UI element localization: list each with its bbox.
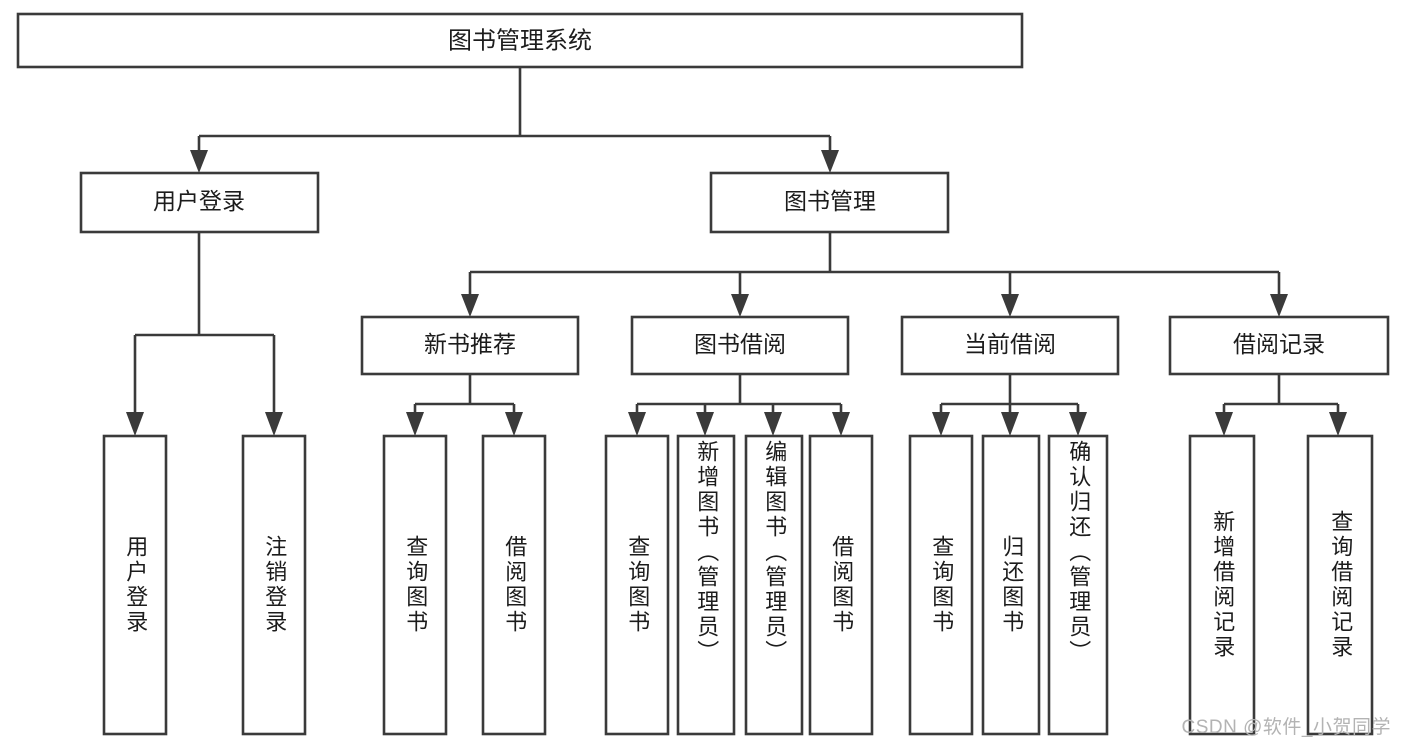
arrow-head-bookmgmt xyxy=(821,150,839,173)
arrow-head-leaf-newbook-2 xyxy=(505,412,523,436)
connector-group-bookmgmt xyxy=(461,232,1288,317)
connector-group-userlogin xyxy=(126,232,283,436)
node-current-borrow-label: 当前借阅 xyxy=(964,331,1056,357)
node-user-login-label: 用户登录 xyxy=(153,188,245,214)
arrow-head-userlogin xyxy=(190,150,208,173)
node-borrow-record[interactable] xyxy=(1168,315,1390,376)
arrow-head-leaf-currentborrow-2 xyxy=(1001,412,1019,436)
arrow-head-leaf-bookborrow-3 xyxy=(764,412,782,436)
arrow-head-current-borrow xyxy=(1001,294,1019,317)
leaf-user-login-logout[interactable] xyxy=(241,434,307,736)
leaf-user-login-login[interactable] xyxy=(102,434,168,736)
node-new-book-recommend[interactable] xyxy=(360,315,580,376)
node-root-label: 图书管理系统 xyxy=(448,27,592,54)
leaf-newbook-query-book[interactable] xyxy=(382,434,448,736)
arrow-head-leaf-currentborrow-1 xyxy=(932,412,950,436)
arrow-head-new-book xyxy=(461,294,479,317)
node-current-borrow[interactable] xyxy=(900,315,1120,376)
leaf-borrowrecord-query-record[interactable] xyxy=(1306,434,1374,736)
leaf-borrowrecord-add-record[interactable] xyxy=(1188,434,1256,736)
node-user-login[interactable] xyxy=(79,171,320,234)
arrow-head-leaf-user-login-2 xyxy=(265,412,283,436)
leaf-bookborrow-add-book-admin[interactable] xyxy=(676,434,736,736)
connector-group-new-book xyxy=(406,374,523,436)
arrow-head-leaf-newbook-1 xyxy=(406,412,424,436)
connector-group-current-borrow xyxy=(932,374,1087,436)
node-borrow-record-label: 借阅记录 xyxy=(1233,331,1325,357)
arrow-head-leaf-borrowrecord-2 xyxy=(1329,412,1347,436)
leaf-currentborrow-query-book[interactable] xyxy=(908,434,974,736)
leaf-bookborrow-borrow-book[interactable] xyxy=(808,434,874,736)
arrow-head-leaf-user-login-1 xyxy=(126,412,144,436)
connector-group-book-borrow xyxy=(628,374,850,436)
node-book-borrow[interactable] xyxy=(630,315,850,376)
leaf-currentborrow-confirm-return-admin[interactable] xyxy=(1047,434,1109,736)
node-book-management-label: 图书管理 xyxy=(784,188,876,214)
leaf-bookborrow-edit-book-admin[interactable] xyxy=(744,434,804,736)
leaf-currentborrow-return-book[interactable] xyxy=(981,434,1041,736)
arrow-head-leaf-bookborrow-1 xyxy=(628,412,646,436)
connector-group-borrow-record xyxy=(1215,374,1347,436)
leaf-newbook-borrow-book[interactable] xyxy=(481,434,547,736)
node-book-borrow-label: 图书借阅 xyxy=(694,331,786,357)
arrow-head-borrow-record xyxy=(1270,294,1288,317)
arrow-head-leaf-bookborrow-2 xyxy=(696,412,714,436)
node-root-book-management-system[interactable] xyxy=(16,12,1024,69)
arrow-head-leaf-currentborrow-3 xyxy=(1069,412,1087,436)
connector-group-root xyxy=(190,67,839,173)
node-book-management[interactable] xyxy=(709,171,950,234)
leaf-bookborrow-query-book[interactable] xyxy=(604,434,670,736)
node-new-book-recommend-label: 新书推荐 xyxy=(424,331,516,357)
arrow-head-book-borrow xyxy=(731,294,749,317)
arrow-head-leaf-borrowrecord-1 xyxy=(1215,412,1233,436)
arrow-head-leaf-bookborrow-4 xyxy=(832,412,850,436)
